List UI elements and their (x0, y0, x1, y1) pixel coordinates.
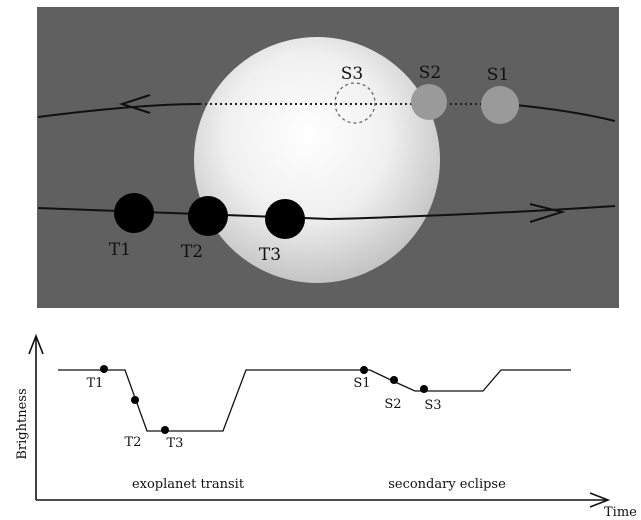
x-axis-arrowhead (589, 492, 611, 508)
label-t1: T1 (109, 240, 131, 260)
curve-label-t1: T1 (87, 376, 104, 391)
curve-label-s3: S3 (424, 398, 441, 413)
orbit-panel: S1 S2 S3 T1 T2 T3 (37, 7, 619, 308)
host-star (194, 37, 440, 283)
planet-position-t2 (188, 196, 228, 236)
orbit-direction-arrow-left (118, 94, 151, 114)
brightness-curve (58, 369, 571, 432)
planet-position-s1 (481, 86, 519, 124)
curve-point-s2 (390, 376, 398, 384)
curve-label-s2: S2 (384, 397, 401, 412)
label-t2: T2 (181, 242, 203, 262)
x-axis-label: Time (604, 505, 637, 520)
curve-point-s3 (420, 385, 428, 393)
curve-label-s1: S1 (353, 376, 370, 391)
label-s2: S2 (419, 63, 441, 83)
curve-point-t3 (161, 426, 169, 434)
curve-point-s1 (360, 366, 368, 374)
planet-position-t3 (265, 199, 305, 239)
label-t3: T3 (259, 245, 281, 265)
curve-label-t2: T2 (125, 435, 142, 450)
curve-point-t1 (100, 365, 108, 373)
eclipse-caption: secondary eclipse (388, 477, 506, 492)
label-s3: S3 (341, 64, 363, 84)
transit-caption: exoplanet transit (132, 477, 245, 492)
y-axis-label: Brightness (15, 388, 30, 459)
orbit-direction-arrow-right (529, 203, 566, 223)
curve-label-t3: T3 (167, 436, 184, 451)
planet-position-s2 (411, 84, 447, 120)
curve-point-t2 (131, 396, 139, 404)
front-orbit-path (37, 205, 616, 221)
light-curve-panel: Brightness Time T1 T2 T3 S1 S2 S3 exopla… (15, 333, 637, 520)
planet-position-t1 (114, 193, 154, 233)
label-s1: S1 (487, 65, 509, 85)
planet-position-s3-hidden (334, 82, 376, 124)
y-axis-arrowhead (28, 333, 44, 355)
